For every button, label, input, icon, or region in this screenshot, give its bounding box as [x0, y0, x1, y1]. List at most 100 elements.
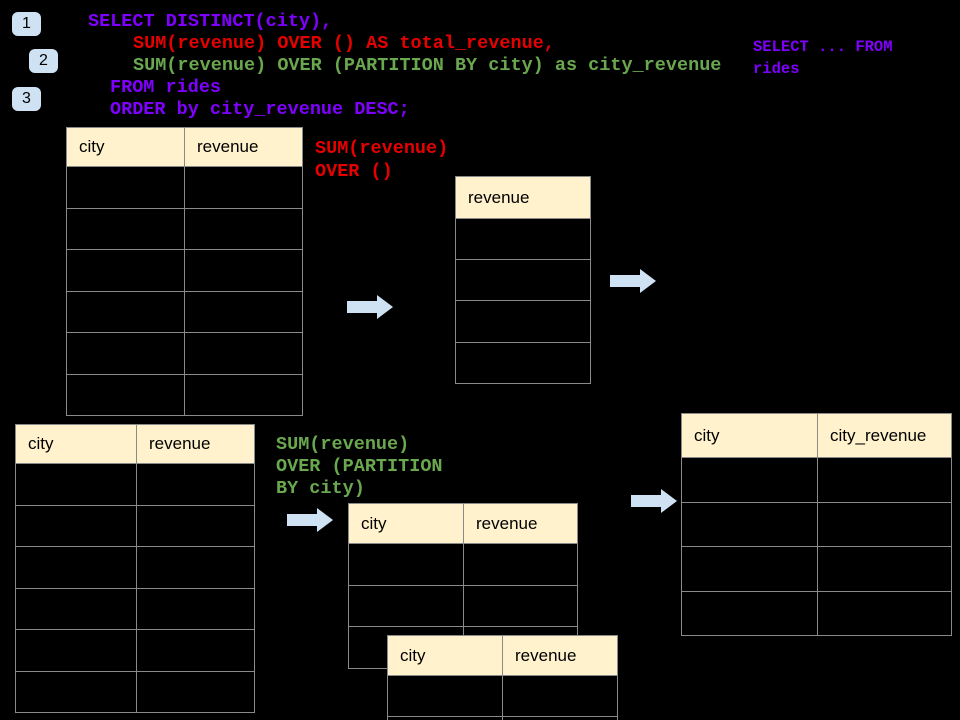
sql-line-order: ORDER by city_revenue DESC; [110, 99, 410, 120]
empty-cell [15, 587, 137, 630]
empty-cell [455, 217, 591, 261]
label-sum-over-total: SUM(revenue) OVER () [315, 138, 449, 182]
empty-cell [66, 332, 185, 375]
flow-arrow-right-icon [287, 508, 333, 532]
flow-arrow-right-icon [610, 269, 656, 293]
flow-arrow-right-icon [347, 295, 393, 319]
column-header-city: city [15, 424, 137, 464]
empty-cell [681, 546, 818, 592]
sql-line-select: SELECT DISTINCT(city), [88, 11, 333, 32]
table-row [455, 259, 591, 302]
column-header-revenue: revenue [502, 635, 618, 676]
table-row [66, 373, 303, 416]
empty-cell [136, 587, 255, 630]
step-badge-3: 3 [12, 87, 41, 111]
table-row [455, 341, 591, 384]
table-partition-step: city revenue [348, 503, 578, 669]
table-row [387, 716, 618, 720]
table-row [348, 543, 578, 586]
table-header-row: city revenue [348, 503, 578, 544]
table-row [455, 300, 591, 343]
empty-cell [455, 259, 591, 302]
table-source-rides-bottom: city revenue [15, 424, 255, 713]
empty-cell [387, 675, 503, 717]
empty-cell [136, 463, 255, 506]
empty-cell [681, 590, 818, 636]
table-row [15, 504, 255, 547]
table-header-row: city revenue [15, 424, 255, 464]
empty-cell [455, 300, 591, 343]
empty-cell [455, 341, 591, 384]
empty-cell [15, 504, 137, 547]
table-row [15, 629, 255, 672]
empty-cell [502, 716, 618, 720]
column-header-city: city [387, 635, 503, 676]
empty-cell [184, 332, 303, 375]
step-badge-2: 2 [29, 49, 58, 73]
empty-cell [15, 670, 137, 713]
empty-cell [66, 290, 185, 333]
empty-cell [502, 675, 618, 717]
column-header-city: city [681, 413, 818, 458]
table-row [681, 457, 952, 503]
empty-cell [348, 584, 464, 628]
column-header-city: city [66, 127, 185, 167]
empty-cell [66, 249, 185, 292]
empty-cell [817, 546, 952, 592]
table-row [681, 590, 952, 636]
table-header-row: city city_revenue [681, 413, 952, 458]
table-row [15, 670, 255, 713]
empty-cell [15, 463, 137, 506]
empty-cell [681, 457, 818, 503]
empty-cell [184, 166, 303, 209]
table-row [66, 249, 303, 292]
sql-line-city-revenue: SUM(revenue) OVER (PARTITION BY city) as… [133, 55, 722, 76]
table-row [681, 546, 952, 592]
table-header-row: city revenue [387, 635, 618, 676]
empty-cell [184, 249, 303, 292]
column-header-city-revenue: city_revenue [817, 413, 952, 458]
table-row [348, 584, 578, 628]
table-row [15, 587, 255, 630]
table-row [387, 675, 618, 717]
table-row [15, 463, 255, 506]
empty-cell [66, 373, 185, 416]
table-header-row: revenue [455, 176, 591, 219]
table-source-rides-top: city revenue [66, 127, 303, 416]
empty-cell [184, 290, 303, 333]
empty-cell [184, 207, 303, 250]
empty-cell [817, 457, 952, 503]
empty-cell [463, 584, 578, 628]
sql-line-from: FROM rides [110, 77, 222, 98]
table-row [15, 546, 255, 589]
sql-line-total-revenue: SUM(revenue) OVER () AS total_revenue, [133, 33, 555, 54]
flow-arrow-right-icon [631, 489, 677, 513]
table-row [455, 217, 591, 261]
empty-cell [15, 546, 137, 589]
table-header-row: city revenue [66, 127, 303, 167]
column-header-revenue: revenue [136, 424, 255, 464]
table-total-revenue-result: revenue [455, 176, 591, 384]
empty-cell [817, 590, 952, 636]
empty-cell [681, 501, 818, 547]
empty-cell [136, 670, 255, 713]
table-row [66, 166, 303, 209]
empty-cell [463, 543, 578, 586]
empty-cell [15, 629, 137, 672]
empty-cell [136, 546, 255, 589]
column-header-revenue: revenue [184, 127, 303, 167]
table-row [66, 207, 303, 250]
table-row [66, 332, 303, 375]
empty-cell [184, 373, 303, 416]
empty-cell [348, 543, 464, 586]
table-row [681, 501, 952, 547]
empty-cell [66, 166, 185, 209]
empty-cell [817, 501, 952, 547]
empty-cell [66, 207, 185, 250]
column-header-revenue: revenue [455, 176, 591, 219]
table-partition-step-overlay: city revenue [387, 635, 618, 720]
column-header-city: city [348, 503, 464, 544]
table-row [66, 290, 303, 333]
step-badge-1: 1 [12, 12, 41, 36]
table-final-result: city city_revenue [681, 413, 952, 636]
